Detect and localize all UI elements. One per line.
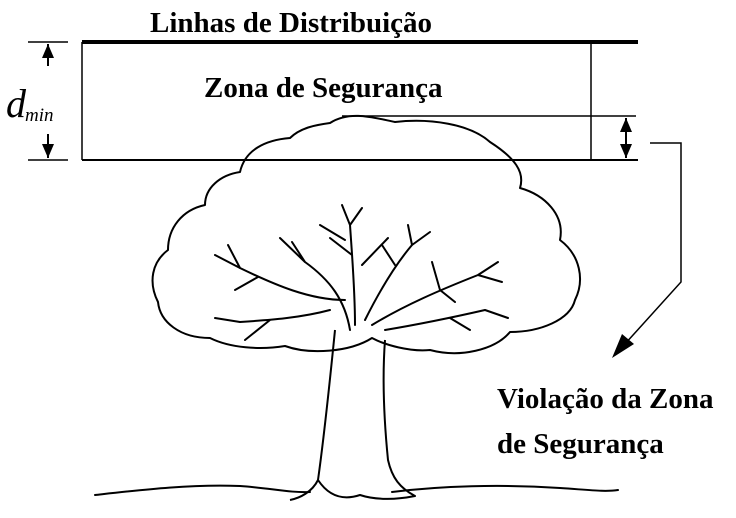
distance-symbol: d (6, 81, 26, 126)
violation-leader-arrow (612, 142, 682, 358)
distribution-lines-title: Linhas de Distribuição (150, 7, 432, 39)
tree-crown-outline (151, 114, 581, 355)
violation-label-line1: Violação da Zona (497, 383, 714, 415)
tree-trunk (289, 329, 416, 501)
safety-zone-label: Zona de Segurança (204, 72, 443, 104)
distance-subscript: min (25, 105, 54, 126)
tree-branches (214, 204, 509, 341)
dmin-label: dmin (6, 80, 55, 127)
dmin-dimension-marker (28, 41, 68, 161)
violation-dimension-marker (620, 118, 632, 158)
violation-label-line2: de Segurança (497, 428, 664, 460)
ground-line (94, 484, 619, 496)
